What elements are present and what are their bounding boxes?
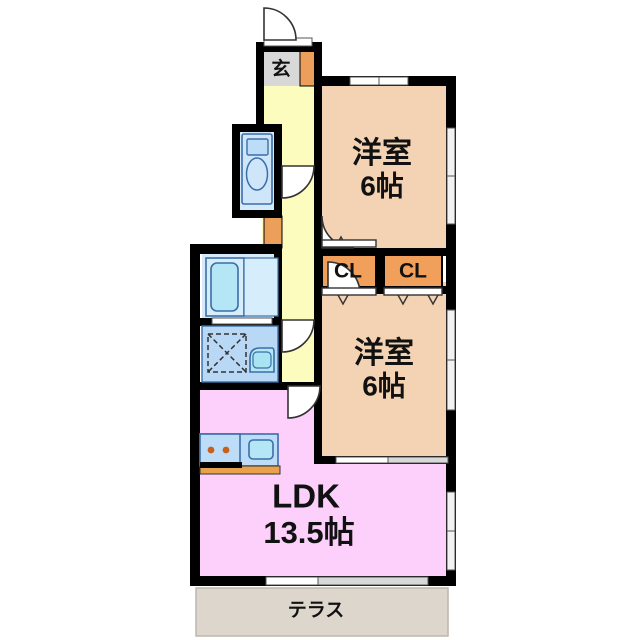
bedroom-north-size: 6帖: [360, 170, 404, 201]
door-swing-washroom: [281, 319, 315, 353]
terrace-label: テラス: [288, 600, 345, 621]
bathtub-basin: [210, 262, 239, 312]
wall-hall-left-upper: [256, 42, 264, 130]
closet-mark-3: [427, 294, 439, 306]
ldk-name: LDK: [272, 478, 340, 515]
window-group: [263, 37, 456, 586]
wall-toilet-top: [232, 124, 282, 132]
closet-north-upper-door: [321, 239, 377, 248]
bath-wash-area: [243, 257, 279, 317]
closet-mark-2: [397, 294, 409, 306]
terrace-floor: [195, 587, 449, 637]
closet-south-label: CL: [399, 260, 427, 283]
entrance-tile: [262, 50, 300, 86]
stove-burner-left: [207, 446, 215, 454]
toilet-bowl: [245, 157, 269, 191]
closet-south-cl: [383, 253, 443, 289]
hallway-storage-cabinet: [263, 215, 283, 249]
wall-toilet-right: [274, 124, 282, 218]
closet-detail-group: [321, 235, 443, 306]
stove-burner-right: [222, 446, 230, 454]
wall-toilet-bottom: [232, 210, 282, 218]
bedroom-north-floor: [318, 82, 446, 248]
bedroom-south-floor: [318, 282, 446, 460]
vanity-basin: [252, 351, 272, 369]
washroom-fixture-group: [201, 325, 279, 383]
toilet-tank: [246, 138, 269, 156]
door-swing-entrance: [263, 7, 297, 41]
closet-north-label: CL: [334, 260, 362, 283]
door-swing-hall-ldk: [287, 385, 321, 419]
terrace-area: [195, 587, 449, 637]
bedroom-south-size: 6帖: [362, 370, 406, 401]
kitchen-fixture-group: [199, 433, 281, 475]
washing-machine-space: [207, 333, 247, 373]
wall-outer-left-lower: [190, 244, 200, 586]
bath-sliding-door: [211, 317, 273, 325]
bedroom-north-name: 洋室: [352, 136, 412, 170]
closet-mark-1: [337, 294, 349, 306]
bathtub-fixture: [205, 257, 279, 317]
entrance-label: 玄: [271, 57, 290, 80]
wall-closet-divider: [376, 250, 384, 290]
door-swing-group: [211, 7, 361, 419]
washer-x-2: [207, 333, 247, 373]
wall-ldk-bedroom-south: [314, 386, 322, 464]
window-ldk-bottom-right: [317, 576, 429, 586]
bedroom-south-name: 洋室: [354, 336, 414, 370]
wall-toilet-left: [232, 124, 240, 218]
sliding-door-bedroom-south-right: [387, 456, 449, 464]
closet-north-door: [321, 287, 377, 296]
wall-hall-right-lower: [314, 254, 322, 386]
ldk-size: 13.5帖: [263, 515, 354, 550]
closet-south-door: [383, 287, 443, 296]
wall-hall-right-upper: [314, 42, 322, 86]
kitchen-sink-fixture: [248, 439, 274, 460]
wall-entrance-top: [256, 42, 322, 52]
door-swing-toilet: [281, 165, 315, 199]
kitchen-counter-shadow: [200, 462, 242, 468]
kitchen-stove-two-burner: [199, 433, 241, 467]
wall-hall-ldk-divider: [190, 382, 322, 390]
toilet-fixture: [241, 133, 273, 205]
wall-hall-right-mid: [314, 86, 322, 254]
sliding-door-bedroom-south-left: [335, 456, 397, 464]
wall-water-top: [190, 244, 282, 254]
